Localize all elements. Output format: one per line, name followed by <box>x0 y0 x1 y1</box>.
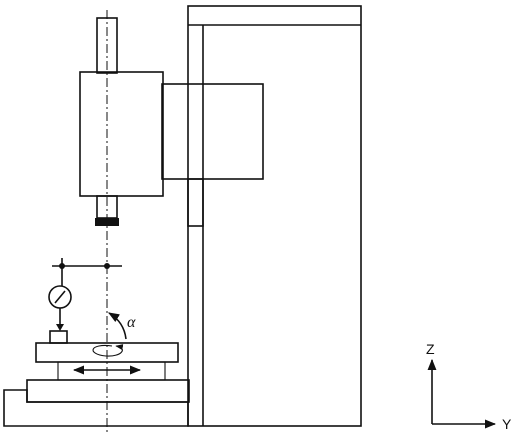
coordinate-axes: Z Y <box>426 341 512 432</box>
y-axis-label: Y <box>502 416 512 432</box>
rotation-arrow <box>92 344 124 357</box>
workpiece-block <box>49 330 68 344</box>
machine-base <box>3 379 190 427</box>
z-axis-label: Z <box>426 341 435 357</box>
alpha-label: α <box>127 314 136 331</box>
table-slide <box>57 361 166 381</box>
spindle-head <box>79 71 264 227</box>
gauge-probe-tip <box>56 324 64 331</box>
machine-column <box>187 5 362 427</box>
rotary-table <box>35 330 179 381</box>
angle-alpha-indicator: α <box>108 312 136 340</box>
dial-indicator-arm <box>48 258 122 331</box>
